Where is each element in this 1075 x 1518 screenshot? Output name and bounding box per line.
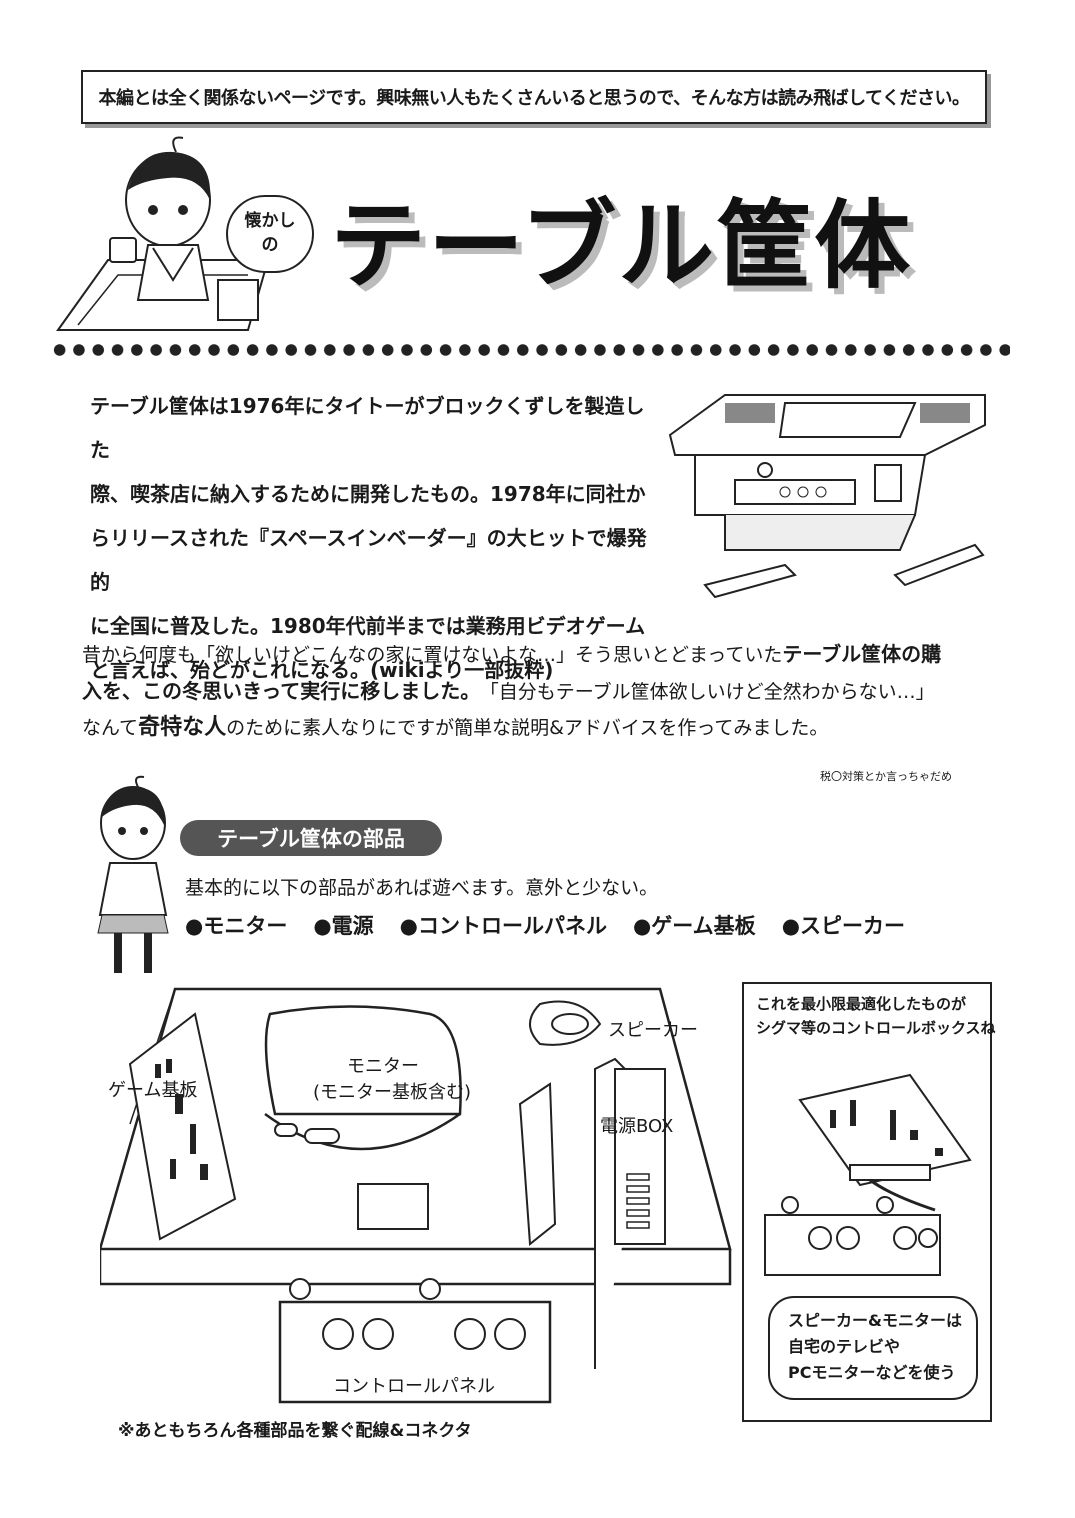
monitor-label: モニター <box>347 1056 419 1077</box>
table-cabinet-illustration <box>668 394 986 599</box>
parts-item: ●モニター <box>185 914 288 938</box>
parts-item: ●電源 <box>313 914 374 938</box>
parts-character-illustration <box>97 775 169 973</box>
body-emphasis: 入を、この冬思いきって実行に移しました。 <box>82 679 471 703</box>
speech-line: 自宅のテレビや <box>788 1337 901 1356</box>
body-emphasis: テーブル筐体の購 <box>782 642 942 666</box>
monitor-sub-label: (モニター基板含む) <box>313 1082 472 1103</box>
parts-subtitle: 基本的に以下の部品があれば遊べます。意外と少ない。 <box>185 877 659 899</box>
bubble-text-2: の <box>261 235 279 255</box>
speech-line: スピーカー&モニターは <box>788 1311 962 1330</box>
intro-line: 際、喫茶店に納入するために開発したもの。1978年に同社か <box>90 482 646 506</box>
footnote: 税〇対策とか言っちゃだめ <box>820 770 952 783</box>
body-emphasis: 奇特な人 <box>138 715 227 740</box>
nostalgic-bubble: 懐かし の <box>226 195 314 273</box>
control-box-panel <box>742 982 992 1422</box>
caption-line: これを最小限最適化したものが <box>756 995 967 1013</box>
intro-paragraph: テーブル筐体は1976年にタイトーがブロックくずしを製造した 際、喫茶店に納入す… <box>90 384 660 692</box>
power-box-label: 電源BOX <box>600 1116 674 1137</box>
body-text: のために素人なりにですが簡単な説明&アドバイスを作ってみました。 <box>226 717 829 739</box>
intro-line: に全国に普及した。1980年代前半までは業務用ビデオゲーム <box>90 614 646 638</box>
control-panel-label: コントロールパネル <box>333 1376 495 1397</box>
header-character-illustration <box>56 136 270 331</box>
parts-list: ●モニター ●電源 ●コントロールパネル ●ゲーム基板 ●スピーカー <box>185 910 905 940</box>
dotted-divider <box>50 342 1010 358</box>
body-paragraph: 昔から何度も「欲しいけどこんなの家に置けないよな…」そう思いとどまっていたテーブ… <box>82 636 992 746</box>
caption-line: シグマ等のコントロールボックスね <box>756 1019 996 1037</box>
bubble-text-1: 懐かし <box>244 211 296 231</box>
body-text: なんて <box>82 717 139 739</box>
parts-item: ●コントロールパネル <box>399 914 607 938</box>
body-line-1: 昔から何度も「欲しいけどこんなの家に置けないよな…」そう思いとどまっていたテーブ… <box>82 636 992 673</box>
parts-item: ●ゲーム基板 <box>632 914 756 938</box>
parts-item: ●スピーカー <box>781 914 906 938</box>
notice-box: 本編とは全く関係ないページです。興味無い人もたくさんいると思うので、そんな方は読… <box>81 70 987 124</box>
intro-line: と言えば、殆どがこれになる。(wikiより一部抜粋) <box>90 658 554 682</box>
body-line-3: なんて奇特な人のために素人なりにですが簡単な説明&アドバイスを作ってみました。 <box>82 710 992 746</box>
wiring-note: ※あともちろん各種部品を繋ぐ配線&コネクタ <box>118 1421 472 1441</box>
page-title: テーブル筐体 <box>330 190 913 302</box>
body-line-2: 入を、この冬思いきって実行に移しました。 「自分もテーブル筐体欲しいけど全然わか… <box>82 673 992 710</box>
game-board-label: ゲーム基板 <box>108 1080 198 1101</box>
intro-line: らリリースされた『スペースインベーダー』の大ヒットで爆発的 <box>90 526 647 594</box>
speech-line: PCモニターなどを使う <box>788 1363 956 1382</box>
intro-line: テーブル筐体は1976年にタイトーがブロックくずしを製造した <box>90 394 645 462</box>
body-text: 昔から何度も「欲しいけどこんなの家に置けないよな…」そう思いとどまっていた <box>82 644 783 666</box>
cabinet-parts-diagram <box>100 987 732 1404</box>
control-box-illustration <box>764 1073 972 1276</box>
control-box-caption: これを最小限最適化したものが シグマ等のコントロールボックスね <box>756 992 996 1040</box>
notice-text: 本編とは全く関係ないページです。興味無い人もたくさんいると思うので、そんな方は読… <box>98 88 970 109</box>
speech-box: スピーカー&モニターは 自宅のテレビや PCモニターなどを使う <box>768 1296 978 1400</box>
parts-heading: テーブル筐体の部品 <box>180 820 442 856</box>
speaker-label: スピーカー <box>608 1020 698 1041</box>
body-text: 「自分もテーブル筐体欲しいけど全然わからない…」 <box>470 681 935 703</box>
